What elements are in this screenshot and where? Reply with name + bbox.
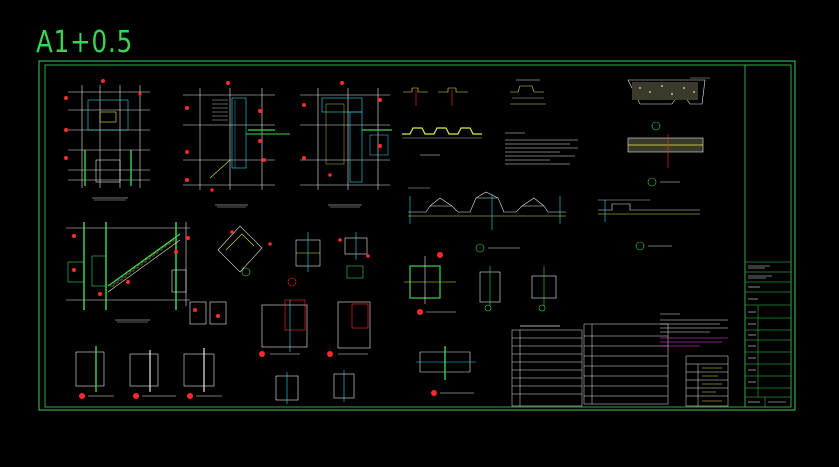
beam-connection-details xyxy=(259,299,371,404)
legend-table xyxy=(685,355,729,407)
plan-view-2 xyxy=(183,81,290,208)
deck-profile-details xyxy=(402,79,546,156)
sheet-size-label: A1+0.5 xyxy=(36,25,134,60)
plan-view-3 xyxy=(300,81,392,208)
outer-frame xyxy=(38,60,796,411)
deck-notes-text xyxy=(505,132,578,165)
plan-view-1 xyxy=(64,79,150,201)
deck-cross-section xyxy=(408,187,700,253)
column-base-details xyxy=(75,346,222,399)
steel-node-details xyxy=(404,252,557,396)
stair-node-details xyxy=(189,225,370,325)
slab-section-details xyxy=(627,77,710,187)
notes-table xyxy=(511,323,669,407)
stair-elevation xyxy=(66,222,190,323)
title-block xyxy=(744,65,791,407)
inner-frame xyxy=(44,64,792,408)
general-notes xyxy=(660,313,728,347)
